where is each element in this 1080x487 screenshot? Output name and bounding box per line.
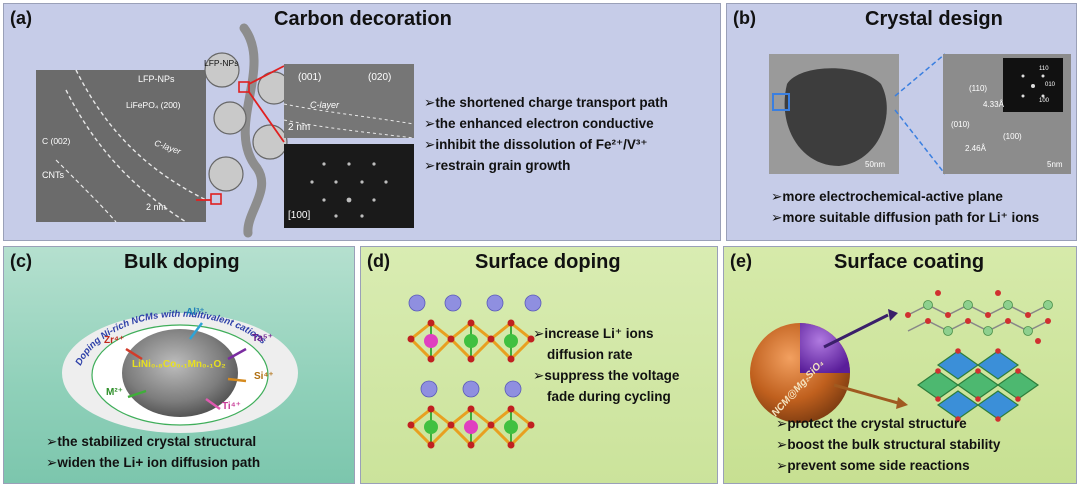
hrtem-label-433: 4.33Å	[983, 100, 1004, 109]
panel-b-label: (b)	[733, 8, 756, 28]
tem-image-c-layer: (001) (020) C-layer 2 nm	[283, 64, 415, 139]
tem-image-lfp-cnt: LFP-NPs LiFePO₄ (200) C (002) C-layer CN…	[36, 69, 207, 223]
tem-label-020: (020)	[368, 72, 392, 83]
panel-a-label: (a)	[10, 8, 32, 28]
surface-coating-diagram	[750, 290, 1053, 423]
cation-zr: Zr⁴⁺	[104, 335, 125, 346]
bullet-e-3: prevent some side reactions	[776, 455, 1000, 476]
panel-d-title: Surface doping	[475, 251, 621, 273]
fft-label-100: [100]	[288, 210, 311, 221]
fft-pattern-image: [100]	[284, 144, 414, 228]
surface-doping-lattice	[407, 294, 542, 449]
tem-image-particle: 50nm	[769, 54, 899, 174]
bullet-a-1: the shortened charge transport path	[424, 92, 668, 113]
bullet-d-1-cont: diffusion rate	[547, 347, 633, 362]
cation-ta: Ta⁵⁺	[252, 333, 273, 344]
panel-d-label: (d)	[367, 251, 390, 271]
tem-label-c-layer-right: C-layer	[310, 100, 340, 110]
bullet-d-1: increase Li⁺ ions	[533, 323, 679, 344]
tem-lattice-lines	[55, 69, 207, 223]
hrtem-scale-5nm: 5nm	[1047, 160, 1063, 169]
cation-ti: Ti⁴⁺	[222, 401, 241, 412]
lfp-cnt-schematic	[196, 23, 291, 238]
tem-c-layer-lines	[283, 103, 415, 139]
panel-e-bullets: protect the crystal structure boost the …	[776, 413, 1000, 476]
panel-d-bullets: increase Li⁺ ions diffusion rate suppres…	[533, 323, 679, 407]
bullet-a-3: inhibit the dissolution of Fe²⁺/V³⁺	[424, 134, 668, 155]
cation-si: Si⁴⁺	[254, 371, 274, 382]
bullet-a-4: restrain grain growth	[424, 155, 668, 176]
bullet-e-2: boost the bulk structural stability	[776, 434, 1000, 455]
saed-label-010: 010	[1045, 82, 1056, 88]
bullet-b-2: more suitable diffusion path for Li⁺ ion…	[771, 207, 1039, 228]
panel-a-carbon-decoration: (a) Carbon decoration LFP-NPs LiFePO₄ (2…	[3, 3, 721, 241]
tem-label-cnts: CNTs	[42, 170, 64, 180]
bullet-a-2: the enhanced electron conductive	[424, 113, 668, 134]
tem-label-scale: 2 nm	[146, 202, 167, 212]
saed-dots	[1021, 74, 1045, 98]
bullet-e-1: protect the crystal structure	[776, 413, 1000, 434]
tem-label-lifepo4: LiFePO₄ (200)	[126, 100, 181, 110]
panel-b-bullets: more electrochemical-active plane more s…	[771, 186, 1039, 228]
panel-c-bulk-doping: (c) Bulk doping Doping Ni-rich NCMs with…	[3, 246, 355, 484]
panel-e-label: (e)	[730, 251, 752, 271]
tem-scale-50nm: 50nm	[865, 160, 886, 169]
panel-c-bullets: the stabilized crystal structural widen …	[46, 431, 260, 473]
hrtem-image: 110 010 100 (110) 4.33Å (010) (100) 2.46…	[943, 54, 1071, 174]
panel-d-surface-doping: (d) Surface doping increase Li⁺ ion	[360, 246, 718, 484]
saed-label-100: 100	[1039, 98, 1050, 104]
tem-particle-shape	[772, 68, 887, 166]
bullet-b-1: more electrochemical-active plane	[771, 186, 1039, 207]
saed-label-110: 110	[1039, 66, 1049, 72]
panel-c-title: Bulk doping	[124, 251, 240, 273]
fft-diffraction-dots	[310, 162, 388, 218]
bullet-d-2: suppress the voltage	[533, 365, 679, 386]
formula-ncm: LiNi₀.₈Co₀.₁Mn₀.₁O₂	[132, 359, 226, 370]
cation-al: Al³⁺	[186, 307, 205, 318]
zoom-lines	[894, 53, 946, 175]
hrtem-label-246: 2.46Å	[965, 144, 986, 153]
panel-e-title: Surface coating	[834, 251, 985, 273]
hrtem-label-010: (010)	[951, 120, 970, 129]
schematic-label-lfp-nps: LFP-NPs	[204, 58, 239, 68]
panel-b-title: Crystal design	[865, 8, 1003, 30]
panel-e-surface-coating: (e) Surface coating	[723, 246, 1077, 484]
tem-label-lfp-nps: LFP-NPs	[138, 74, 175, 84]
panel-b-crystal-design: (b) Crystal design 50nm 110 010 100 (110…	[726, 3, 1077, 241]
bullet-d-2-cont: fade during cycling	[547, 389, 671, 404]
panel-a-title: Carbon decoration	[274, 8, 452, 30]
hrtem-label-100: (100)	[1003, 132, 1022, 141]
tem-label-001: (001)	[298, 72, 322, 83]
bullet-c-1: the stabilized crystal structural	[46, 431, 260, 452]
tem-label-scale-right: 2 nm	[288, 122, 311, 133]
saed-inset: 110 010 100	[1003, 58, 1063, 112]
cation-m: M²⁺	[106, 387, 123, 398]
hrtem-label-110: (110)	[969, 84, 988, 93]
doped-particle-diagram: Doping Ni-rich NCMs with multivalent cat…	[62, 309, 298, 433]
panel-c-label: (c)	[10, 251, 32, 271]
panel-a-bullets: the shortened charge transport path the …	[424, 92, 668, 176]
tem-label-c002: C (002)	[42, 136, 71, 146]
bullet-c-2: widen the Li+ ion diffusion path	[46, 452, 260, 473]
